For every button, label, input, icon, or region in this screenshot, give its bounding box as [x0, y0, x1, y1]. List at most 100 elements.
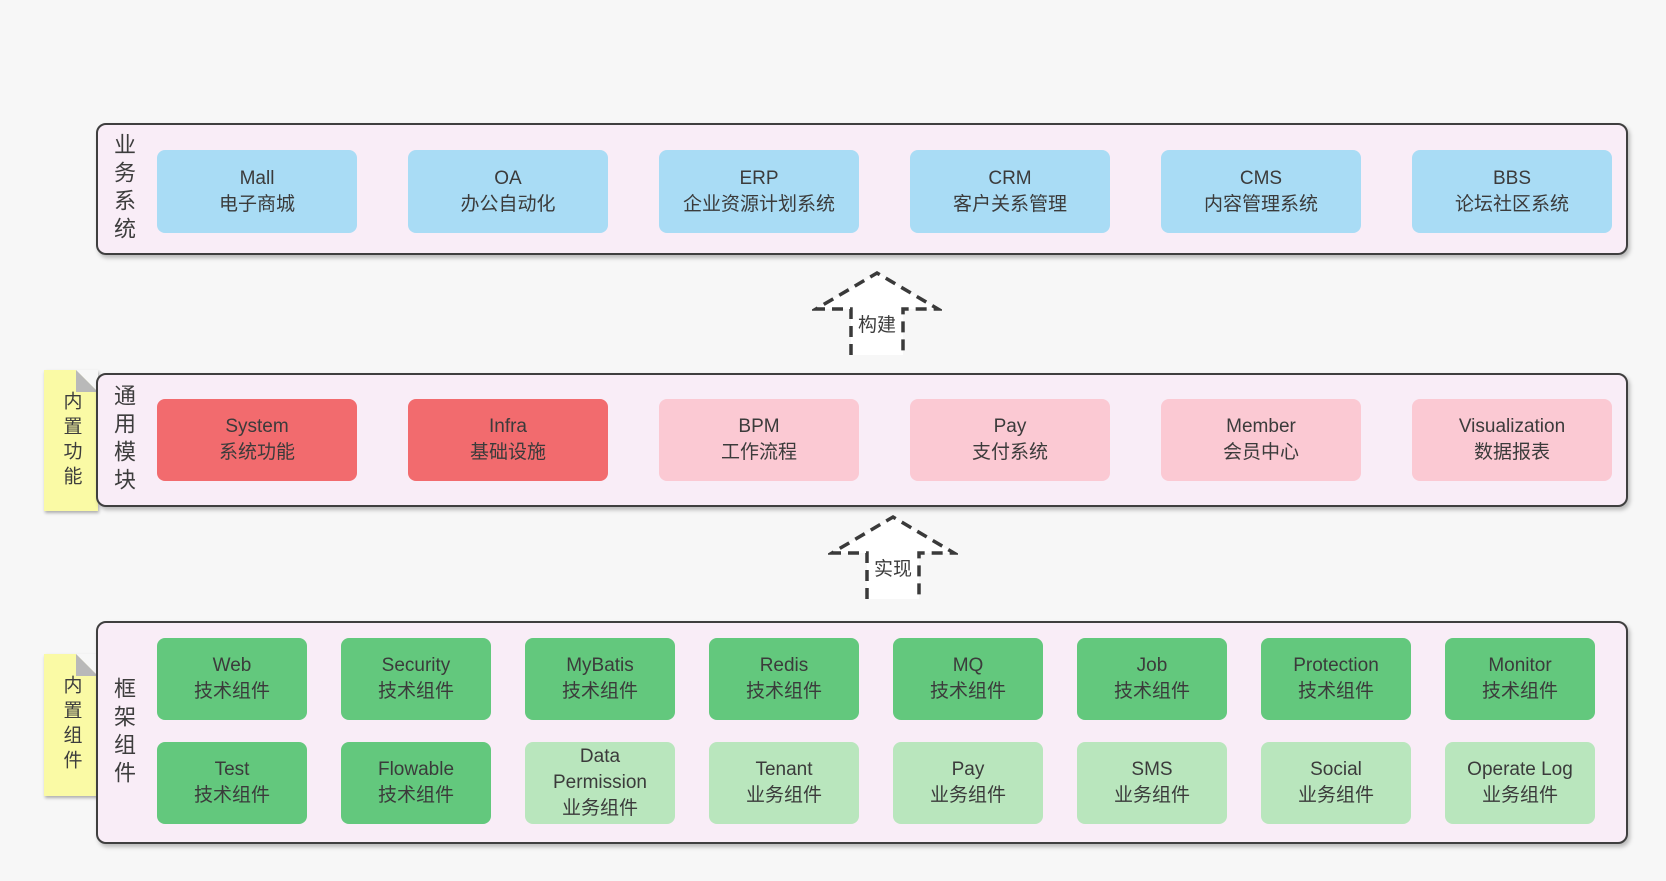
box-protection: Protection 技术组件: [1261, 638, 1411, 720]
box-title: BPM: [738, 416, 780, 437]
box-title: Tenant: [755, 759, 813, 780]
box-title: System: [225, 416, 289, 437]
box-subtitle: 业务组件: [1481, 785, 1558, 806]
box-mybatis: MyBatis 技术组件: [525, 638, 675, 720]
arrow-label: 实现: [868, 551, 918, 584]
box-subtitle: 业务组件: [929, 785, 1006, 806]
box-subtitle: 工作流程: [720, 442, 797, 463]
box-subtitle: 技术组件: [1113, 681, 1190, 702]
box-subtitle: 业务组件: [1297, 785, 1374, 806]
box-subtitle: 会员中心: [1222, 442, 1299, 463]
box-subtitle: 论坛社区系统: [1454, 193, 1569, 215]
box-visualization: Visualization 数据报表: [1412, 399, 1612, 481]
box-infra: Infra 基础设施: [408, 399, 608, 481]
box-row: Mall 电子商城 OA 办公自动化 ERP 企业资源计划系统 CRM 客户关系…: [157, 150, 1612, 233]
box-title: Data Permission: [553, 746, 647, 793]
box-row: Test 技术组件 Flowable 技术组件 Data Permission …: [157, 742, 1595, 824]
box-title: Mall: [239, 167, 275, 189]
box-title: Protection: [1293, 655, 1379, 676]
box-row: System 系统功能 Infra 基础设施 BPM 工作流程 Pay 支付系统…: [157, 399, 1612, 481]
box-erp: ERP 企业资源计划系统: [659, 150, 859, 233]
box-sms: SMS 业务组件: [1077, 742, 1227, 824]
box-title: SMS: [1131, 759, 1173, 780]
box-title: OA: [494, 167, 522, 189]
box-subtitle: 内容管理系统: [1203, 193, 1318, 215]
box-mq: MQ 技术组件: [893, 638, 1043, 720]
box-test: Test 技术组件: [157, 742, 307, 824]
arrow-build: 构建: [812, 267, 942, 357]
box-title: Test: [214, 759, 250, 780]
box-tenant: Tenant 业务组件: [709, 742, 859, 824]
tag-folded-corner-icon: [76, 654, 98, 676]
box-monitor: Monitor 技术组件: [1445, 638, 1595, 720]
box-title: Security: [381, 655, 451, 676]
box-subtitle: 电子商城: [218, 193, 295, 215]
box-title: ERP: [739, 167, 779, 189]
box-subtitle: 业务组件: [1113, 785, 1190, 806]
box-oa: OA 办公自动化: [408, 150, 608, 233]
box-mall: Mall 电子商城: [157, 150, 357, 233]
box-system: System 系统功能: [157, 399, 357, 481]
box-operate-log: Operate Log 业务组件: [1445, 742, 1595, 824]
box-subtitle: 业务组件: [745, 785, 822, 806]
box-job: Job 技术组件: [1077, 638, 1227, 720]
box-subtitle: 数据报表: [1473, 442, 1550, 463]
box-title: Job: [1136, 655, 1168, 676]
box-data-permission: Data Permission 业务组件: [525, 742, 675, 824]
box-flowable: Flowable 技术组件: [341, 742, 491, 824]
box-cms: CMS 内容管理系统: [1161, 150, 1361, 233]
box-title: BBS: [1492, 167, 1532, 189]
box-title: CRM: [988, 167, 1032, 189]
box-subtitle: 技术组件: [193, 681, 270, 702]
box-title: Infra: [488, 416, 528, 437]
box-subtitle: 业务组件: [561, 798, 638, 819]
box-title: Visualization: [1458, 416, 1566, 437]
panel-framework-components: 框架组件 Web 技术组件 Security 技术组件 MyBatis 技术组件…: [96, 621, 1628, 844]
box-title: CMS: [1239, 167, 1283, 189]
box-title: Monitor: [1488, 655, 1552, 676]
box-subtitle: 企业资源计划系统: [682, 193, 835, 215]
box-title: Pay: [993, 416, 1027, 437]
sticky-tag-label: 内置功能: [60, 390, 82, 491]
panel-business-systems: 业务系统 Mall 电子商城 OA 办公自动化 ERP 企业资源计划系统 CRM…: [96, 123, 1628, 255]
box-member: Member 会员中心: [1161, 399, 1361, 481]
arrow-label: 构建: [852, 307, 902, 340]
box-web: Web 技术组件: [157, 638, 307, 720]
box-title: Operate Log: [1467, 759, 1573, 780]
box-bbs: BBS 论坛社区系统: [1412, 150, 1612, 233]
box-row: Web 技术组件 Security 技术组件 MyBatis 技术组件 Redi…: [157, 638, 1595, 720]
box-title: Flowable: [377, 759, 455, 780]
box-crm: CRM 客户关系管理: [910, 150, 1110, 233]
box-subtitle: 客户关系管理: [952, 193, 1067, 215]
box-pay-module: Pay 支付系统: [910, 399, 1110, 481]
box-subtitle: 基础设施: [469, 442, 546, 463]
box-subtitle: 技术组件: [929, 681, 1006, 702]
box-subtitle: 技术组件: [1481, 681, 1558, 702]
box-subtitle: 支付系统: [971, 442, 1048, 463]
box-subtitle: 技术组件: [561, 681, 638, 702]
box-bpm: BPM 工作流程: [659, 399, 859, 481]
box-subtitle: 技术组件: [745, 681, 822, 702]
box-subtitle: 技术组件: [1297, 681, 1374, 702]
box-title: Pay: [951, 759, 985, 780]
box-title: Redis: [759, 655, 809, 676]
box-subtitle: 技术组件: [377, 785, 454, 806]
box-subtitle: 办公自动化: [460, 193, 556, 215]
box-title: Member: [1226, 416, 1296, 437]
box-subtitle: 系统功能: [218, 442, 295, 463]
box-pay-component: Pay 业务组件: [893, 742, 1043, 824]
sticky-tag-built-in-components: 内置组件: [44, 654, 98, 796]
sticky-tag-label: 内置组件: [60, 675, 82, 775]
box-title: Web: [212, 655, 252, 676]
box-subtitle: 技术组件: [193, 785, 270, 806]
tag-folded-corner-icon: [76, 370, 98, 392]
sticky-tag-built-in-features: 内置功能: [44, 370, 98, 511]
box-title: Social: [1310, 759, 1362, 780]
box-redis: Redis 技术组件: [709, 638, 859, 720]
box-social: Social 业务组件: [1261, 742, 1411, 824]
box-security: Security 技术组件: [341, 638, 491, 720]
panel-vertical-label: 业务系统: [111, 133, 136, 245]
panel-vertical-label: 框架组件: [111, 676, 136, 789]
panel-common-modules: 通用模块 System 系统功能 Infra 基础设施 BPM 工作流程 Pay…: [96, 373, 1628, 507]
box-title: MyBatis: [566, 655, 634, 676]
